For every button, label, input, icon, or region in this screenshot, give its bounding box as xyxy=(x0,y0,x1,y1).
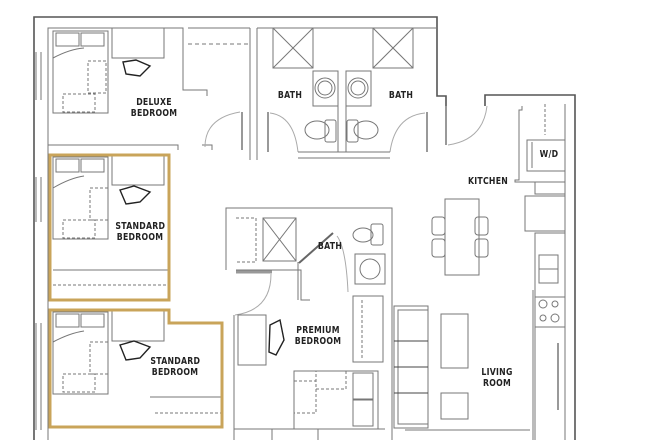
room-label-kitchen: KITCHEN xyxy=(467,176,509,187)
room-label-bath-right: BATH xyxy=(388,90,414,101)
standard-bedroom-2-furniture xyxy=(35,310,222,430)
outer-walls xyxy=(33,16,576,440)
top-baths xyxy=(257,27,437,159)
room-label-deluxe-bedroom: DELUXE BEDROOM xyxy=(130,97,178,119)
room-label-living-room: LIVING ROOM xyxy=(481,367,513,389)
kitchen-area xyxy=(431,104,566,440)
deluxe-bed xyxy=(35,27,165,114)
room-label-bath-left: BATH xyxy=(277,90,303,101)
living-room-furniture xyxy=(393,290,534,440)
room-label-premium-bedroom: PREMIUM BEDROOM xyxy=(294,325,342,347)
washer-dryer-label: W/D xyxy=(539,149,559,160)
room-label-standard-bedroom-2: STANDARD BEDROOM xyxy=(150,356,201,378)
premium-bedroom-furniture xyxy=(233,295,393,440)
deluxe-bedroom-walls xyxy=(47,27,258,440)
center-bath xyxy=(225,207,393,316)
standard-bedroom-1-furniture xyxy=(35,154,168,286)
room-label-bath-center: BATH xyxy=(317,241,343,252)
room-label-standard-bedroom-1: STANDARD BEDROOM xyxy=(115,221,166,243)
standard-bedroom-1-highlight xyxy=(48,153,171,302)
standard-bedroom-2-highlight xyxy=(48,308,224,429)
